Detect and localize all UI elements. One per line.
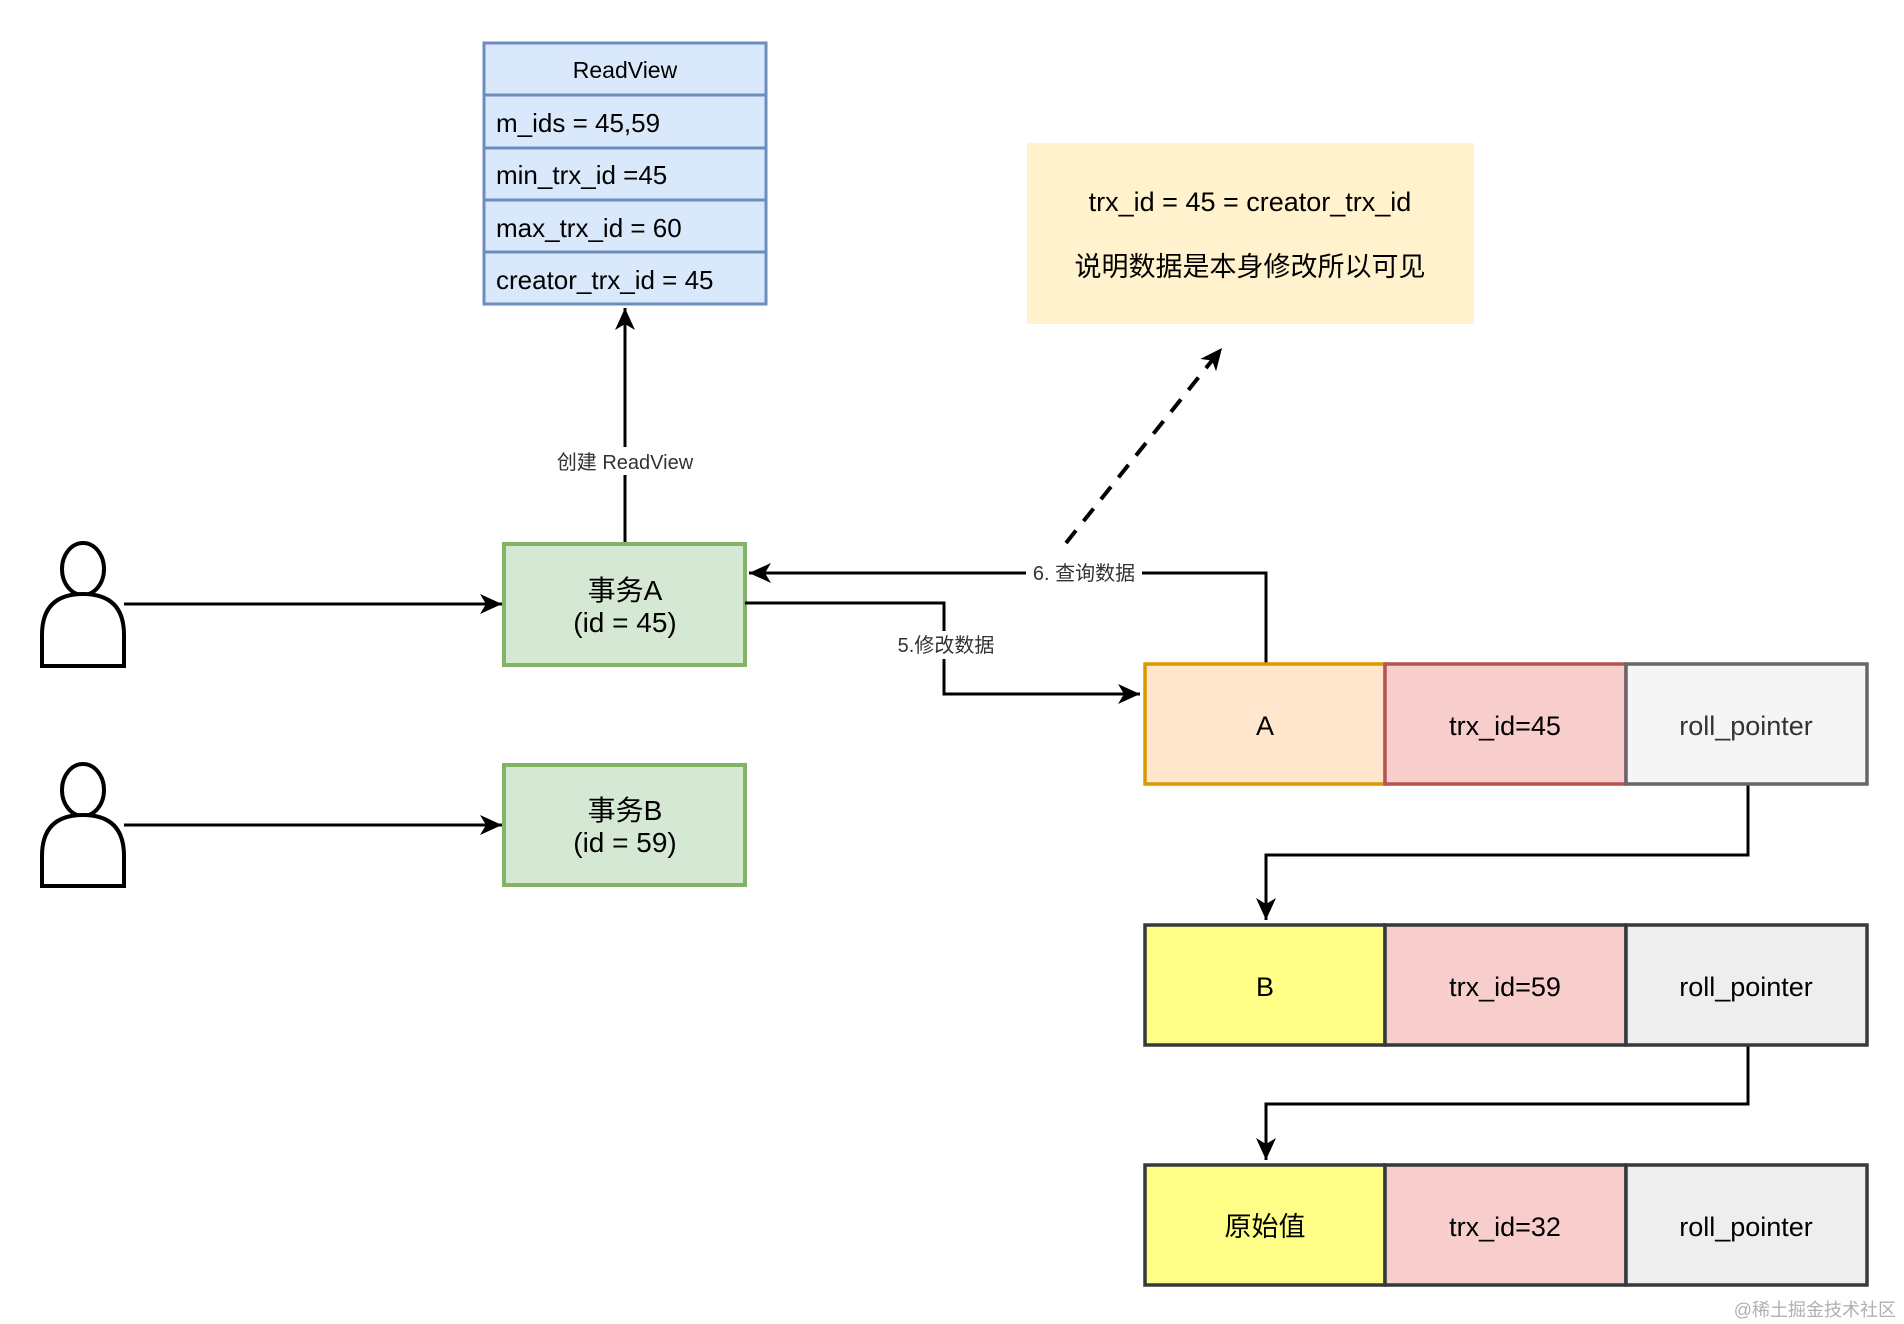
user-icon	[40, 541, 126, 668]
version-b-value: B	[1256, 972, 1274, 1002]
version-row-a: A trx_id=45 roll_pointer	[1143, 662, 1869, 786]
edge-roll-pointer-2	[1256, 1045, 1750, 1160]
readview-row-creator-trx-id	[482, 250, 768, 306]
version-b-ptr-cell	[1624, 923, 1869, 1047]
version-row-original: 原始值 trx_id=32 roll_pointer	[1143, 1163, 1869, 1287]
edge-roll-pointer-1	[1256, 785, 1750, 920]
readview-creator-trx-id: creator_trx_id = 45	[496, 265, 714, 295]
note-line-1: trx_id = 45 = creator_trx_id	[1089, 187, 1412, 217]
version-b-trx-id: trx_id=59	[1449, 972, 1561, 1002]
version-original-roll-pointer: roll_pointer	[1679, 1212, 1813, 1242]
edge-modify-label: 5.修改数据	[898, 634, 995, 657]
version-original-value: 原始值	[1225, 1212, 1306, 1242]
version-b-value-cell	[1143, 923, 1387, 1047]
version-a-value: A	[1256, 711, 1274, 741]
edge-create-readview-label-bg	[546, 447, 704, 475]
readview-m-ids: m_ids = 45,59	[496, 108, 660, 138]
edge-query-label-bg	[1026, 560, 1142, 588]
note-box	[1027, 143, 1474, 324]
readview-max-trx-id: max_trx_id = 60	[496, 213, 682, 243]
version-original-ptr-cell	[1624, 1163, 1869, 1287]
version-b-roll-pointer: roll_pointer	[1679, 972, 1813, 1002]
note-line-2: 说明数据是本身修改所以可见	[1075, 252, 1426, 282]
version-original-value-cell	[1143, 1163, 1387, 1287]
watermark: @稀土掘金技术社区	[1734, 1300, 1896, 1320]
transaction-a-name: 事务A	[588, 575, 663, 606]
user-icon	[40, 762, 126, 888]
readview-table: ReadView m_ids = 45,59 min_trx_id =45 ma…	[482, 41, 768, 306]
transaction-b-id: (id = 59)	[573, 827, 677, 858]
readview-title: ReadView	[573, 57, 678, 83]
edge-query-data	[749, 563, 1268, 663]
transaction-a: 事务A (id = 45)	[502, 542, 747, 667]
edge-query-label: 6. 查询数据	[1033, 562, 1135, 585]
transaction-b-box	[502, 763, 747, 887]
version-a-trx-cell	[1383, 662, 1628, 786]
version-a-trx-id: trx_id=45	[1449, 711, 1561, 741]
edge-create-readview-label: 创建 ReadView	[557, 451, 694, 474]
version-original-trx-id: trx_id=32	[1449, 1212, 1561, 1242]
transaction-a-box	[502, 542, 747, 667]
readview-min-trx-id: min_trx_id =45	[496, 160, 667, 190]
readview-row-max-trx-id	[482, 198, 768, 254]
visibility-note: trx_id = 45 = creator_trx_id 说明数据是本身修改所以…	[1027, 143, 1474, 324]
version-a-roll-pointer: roll_pointer	[1679, 711, 1813, 741]
transaction-a-id: (id = 45)	[573, 607, 677, 638]
edge-modify-label-bg	[890, 631, 1002, 659]
readview-header	[482, 41, 768, 97]
version-original-trx-cell	[1383, 1163, 1628, 1287]
edge-dashed-to-note	[1064, 346, 1224, 545]
version-a-ptr-cell	[1624, 662, 1869, 786]
version-row-b: B trx_id=59 roll_pointer	[1143, 923, 1869, 1047]
transaction-b: 事务B (id = 59)	[502, 763, 747, 887]
transaction-b-name: 事务B	[588, 795, 663, 826]
